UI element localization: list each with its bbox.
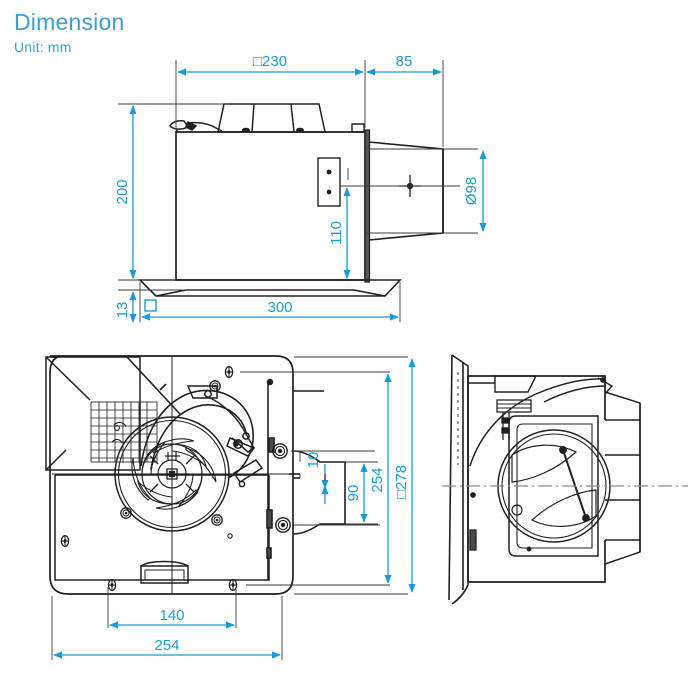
dim-label-90: 90 [345,485,362,502]
dim-front-panel-thickness: 13 [114,291,137,323]
screw-boss-upper [272,443,288,459]
dim-label-300: 300 [267,299,292,316]
dim-label-13: 13 [114,302,131,319]
dim-front-duct-center-height: 110 [328,187,351,279]
view-side-section [442,354,688,605]
unit-label: Unit: mm [14,39,72,55]
dim-front-body-width: □230 [177,53,364,76]
plan-cable-entry [140,560,189,584]
page-title: Dimension [14,9,125,35]
plan-body-rect [54,474,270,581]
boss-mid [211,514,223,526]
screw-boss-lower [275,517,291,533]
pilot-hole [227,533,233,539]
side-scroll-curve [469,378,607,467]
front-construction-lines [118,60,478,322]
side-corner-tab [597,377,614,395]
dim-label-200: 200 [114,179,131,204]
side-trim-panel [448,354,469,605]
plan-grille-marks [111,421,127,444]
page-header: Dimension Unit: mm [14,8,124,57]
side-small-features [469,492,532,552]
hanger-slot-bottom-left [107,578,117,592]
plan-extension-lines [51,356,408,660]
dim-label-dia98: Ø98 [463,177,480,205]
hanger-slot-left [60,534,70,548]
dim-label-278: □278 [393,465,410,499]
plan-mounting-strip [266,378,275,580]
square-symbol-300 [144,299,157,312]
dim-front-body-height: 200 [114,105,137,279]
plan-grille-housing [45,356,141,471]
dim-front-duct-length: 85 [366,53,442,76]
dim-label-10: 10 [305,452,322,469]
plan-grille-mesh [90,401,158,463]
dim-label-230: □230 [253,53,287,70]
plan-hub-mark [165,452,180,460]
front-flange-tab [351,123,365,133]
front-duct-flange [364,129,371,283]
view-front-elevation: □230 85 200 13 [114,53,487,323]
dim-plan-body-width: 254 [53,637,281,659]
dim-front-panel-width: 300 [141,299,399,321]
front-cover-clips [242,127,304,133]
dim-plan-body-depth: 254 [369,373,392,584]
dim-label-254-width: 254 [154,637,179,654]
dim-label-85: 85 [396,53,413,70]
front-damper-flap [169,120,223,133]
hanger-slot-top [224,365,234,379]
view-plan-bottom: 10 90 254 □278 140 [45,355,416,660]
side-top-lip [468,375,538,393]
front-trim-panel [138,279,402,297]
side-outlet-box [604,391,641,565]
side-body-outline [467,375,606,583]
side-damper-housing [508,415,599,557]
hanger-slot-bottom-right [228,578,238,592]
dim-plan-overall-depth: □278 [393,358,416,593]
dim-label-110: 110 [328,221,345,245]
front-junction-box [317,157,341,207]
dim-plan-duct-offset: 10 [305,452,329,504]
dim-plan-duct-height: 90 [345,463,368,523]
front-duct-spigot [368,141,444,241]
dim-label-254-depth: 254 [369,467,386,492]
front-top-cover [217,103,326,133]
dim-plan-hole-spacing: 140 [109,607,235,629]
plan-mounting-bosses [60,365,291,592]
dim-label-140: 140 [159,607,184,624]
dim-front-duct-diameter: Ø98 [463,150,487,232]
plan-motor-bracket [186,385,264,488]
plan-outlet-duct [289,390,346,535]
side-terminal-block [496,399,532,440]
